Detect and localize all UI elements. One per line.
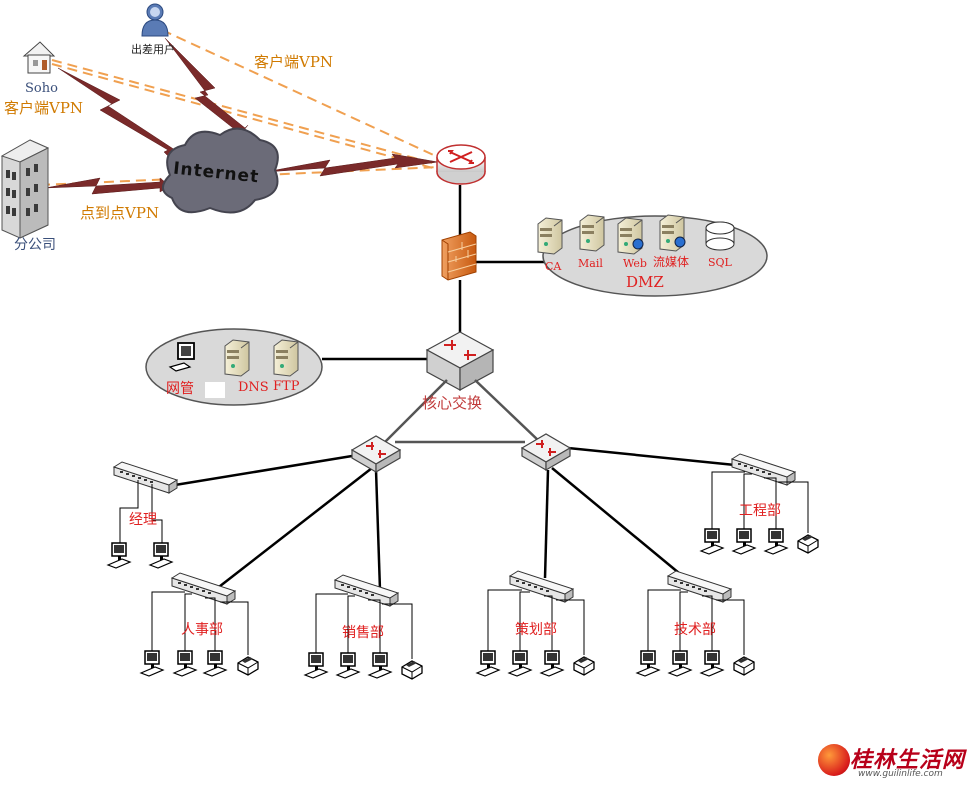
access-switch-sales-icon	[334, 574, 399, 607]
management-devices	[169, 339, 299, 398]
dmz-streaming-label: 流媒体	[653, 255, 690, 269]
dns-server-icon	[224, 339, 250, 377]
pc-icon	[764, 528, 788, 555]
pc-icon	[540, 650, 564, 677]
watermark-logo-icon	[818, 744, 850, 776]
netmgmt-label: 网管	[166, 381, 194, 397]
pc-icon	[173, 650, 197, 677]
core-switch-icon	[425, 331, 495, 392]
hr-label: 人事部	[181, 622, 223, 638]
printer-icon	[733, 656, 755, 676]
tech-devices	[636, 650, 755, 677]
core-links	[322, 185, 545, 361]
travel-user-label: 出差用户	[131, 43, 175, 56]
ftp-server-icon	[273, 339, 299, 377]
printer-icon	[237, 656, 259, 676]
pc-icon	[700, 528, 724, 555]
core-switch-label: 核心交换	[422, 394, 483, 412]
pc-icon	[203, 650, 227, 677]
dmz-servers	[537, 214, 735, 255]
access-switch-planning-icon	[509, 570, 574, 603]
drop-cables	[119, 471, 809, 659]
ftp-label: FTP	[273, 379, 300, 394]
pc-icon	[668, 650, 692, 677]
client-vpn-soho-label: 客户端VPN	[4, 99, 84, 117]
manager-label: 经理	[129, 512, 157, 528]
pc-icon	[149, 542, 173, 569]
access-switch-engineering-icon	[731, 453, 796, 486]
firewall-icon	[441, 231, 477, 281]
pc-icon	[476, 650, 500, 677]
mail-server-icon	[579, 214, 605, 252]
dmz-sql-label: SQL	[708, 256, 732, 269]
pc-icon	[140, 650, 164, 677]
pc-icon	[508, 650, 532, 677]
printer-icon	[797, 534, 819, 554]
dns-label: DNS	[238, 380, 269, 395]
watermark-url: www.guilinlife.com	[858, 769, 943, 779]
branch-office-building-icon	[0, 139, 50, 239]
p2p-vpn-label: 点到点VPN	[80, 204, 160, 222]
pc-icon	[732, 528, 756, 555]
branch-office-label: 分公司	[14, 237, 56, 253]
sql-database-icon	[705, 221, 735, 251]
hr-devices	[140, 650, 259, 677]
access-switch-manager-icon	[113, 461, 178, 494]
printer-icon	[401, 660, 423, 680]
soho-house-icon	[22, 41, 56, 74]
pc-icon	[304, 652, 328, 679]
engineering-label: 工程部	[739, 503, 781, 519]
distribution-switch-right-icon	[521, 433, 571, 471]
pc-icon	[368, 652, 392, 679]
pc-icon	[700, 650, 724, 677]
pc-icon	[636, 650, 660, 677]
watermark-title: 桂林生活网	[850, 747, 966, 773]
internet-cloud	[162, 127, 279, 214]
soho-label: Soho	[25, 81, 58, 96]
router-icon	[436, 144, 486, 185]
planning-label: 策划部	[515, 622, 557, 638]
planning-devices	[476, 650, 595, 677]
travel-user-icon	[141, 3, 169, 37]
distribution-links	[174, 379, 736, 591]
sales-label: 销售部	[342, 625, 384, 641]
ca-server-icon	[537, 217, 563, 255]
dmz-web-label: Web	[623, 257, 647, 270]
pc-icon	[336, 652, 360, 679]
access-switch-tech-icon	[667, 570, 732, 603]
dmz-ca-label: CA	[545, 260, 562, 273]
sales-devices	[304, 652, 423, 680]
dmz-mail-label: Mail	[578, 257, 603, 270]
globe-icon	[632, 238, 644, 250]
site-watermark: 桂林生活网 www.guilinlife.com	[818, 742, 978, 782]
engineering-devices	[700, 528, 819, 555]
distribution-switch-left-icon	[351, 435, 401, 473]
manager-devices	[107, 542, 173, 569]
dmz-label: DMZ	[626, 273, 664, 291]
pc-icon	[107, 542, 131, 569]
tech-label: 技术部	[674, 622, 716, 638]
printer-icon	[573, 656, 595, 676]
client-vpn-top-label: 客户端VPN	[254, 53, 334, 71]
access-switch-hr-icon	[171, 572, 236, 605]
